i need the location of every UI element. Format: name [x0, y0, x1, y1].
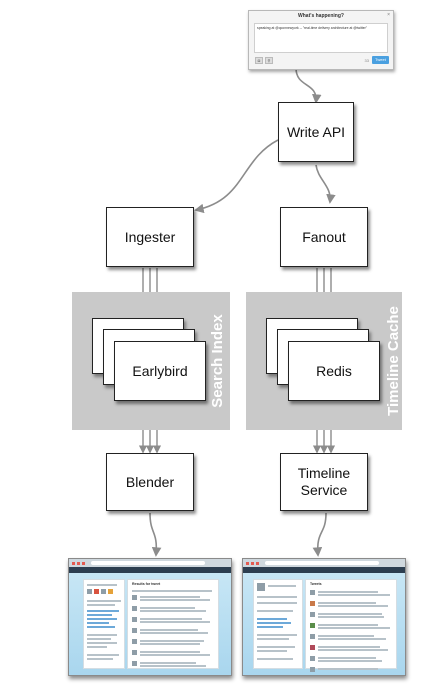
- write-api-box: Write API: [278, 102, 354, 162]
- search-results-title: Results for tweet: [132, 582, 161, 586]
- char-count: 33: [364, 58, 369, 63]
- tweet-button[interactable]: Tweet: [372, 56, 389, 64]
- browser-toolbar: [69, 559, 231, 567]
- write-api-label: Write API: [286, 123, 346, 140]
- composer-textarea[interactable]: speaking at @qconnewyork -- "real-time d…: [254, 23, 388, 53]
- blender-label: Blender: [125, 473, 175, 490]
- close-icon[interactable]: ×: [387, 12, 390, 18]
- blender-box: Blender: [106, 453, 194, 511]
- ingester-label: Ingester: [124, 228, 176, 245]
- ingester-box: Ingester: [106, 207, 194, 267]
- composer-title: What's happening?: [298, 13, 344, 19]
- browser-toolbar: [243, 559, 405, 567]
- twitter-nav-bar: [69, 567, 231, 573]
- arrow-composer-to-write-api: [295, 67, 322, 104]
- fanout-label: Fanout: [302, 228, 346, 245]
- arrow-blender-to-search-page: [149, 512, 162, 557]
- location-icon[interactable]: ⚲: [265, 57, 273, 64]
- redis-label: Redis: [316, 362, 352, 379]
- camera-icon[interactable]: ◘: [255, 57, 263, 64]
- arrow-timeline-to-home-page: [312, 512, 327, 557]
- fanout-box: Fanout: [280, 207, 368, 267]
- address-bar: [91, 561, 205, 565]
- arrow-write-api-to-ingester: [194, 139, 279, 214]
- home-timeline-page-thumbnail: Tweets: [242, 558, 406, 676]
- earlybird-label: Earlybird: [132, 362, 188, 379]
- timeline-service-label-line2: Service: [300, 482, 348, 498]
- timeline-cache-label: Timeline Cache: [385, 306, 402, 416]
- window-controls-icon: [246, 561, 260, 565]
- address-bar: [265, 561, 379, 565]
- earlybird-box: Earlybird: [114, 341, 206, 401]
- tweet-timeline-list: Tweets: [305, 579, 397, 672]
- twitter-nav-bar: [243, 567, 405, 573]
- redis-box: Redis: [288, 341, 380, 401]
- arrow-write-api-to-fanout: [315, 164, 336, 204]
- timeline-title: Tweets: [310, 582, 322, 586]
- search-sidebar: [83, 579, 125, 669]
- tweet-composer-window: What's happening? × speaking at @qconnew…: [248, 10, 394, 70]
- window-controls-icon: [72, 561, 86, 565]
- timeline-service-box: Timeline Service: [280, 453, 368, 511]
- search-results-page-thumbnail: Results for tweet: [68, 558, 232, 676]
- search-index-label: Search Index: [209, 314, 226, 408]
- timeline-service-label-line1: Timeline: [297, 465, 351, 482]
- profile-sidebar: [253, 579, 303, 669]
- search-results-list: Results for tweet: [127, 579, 219, 669]
